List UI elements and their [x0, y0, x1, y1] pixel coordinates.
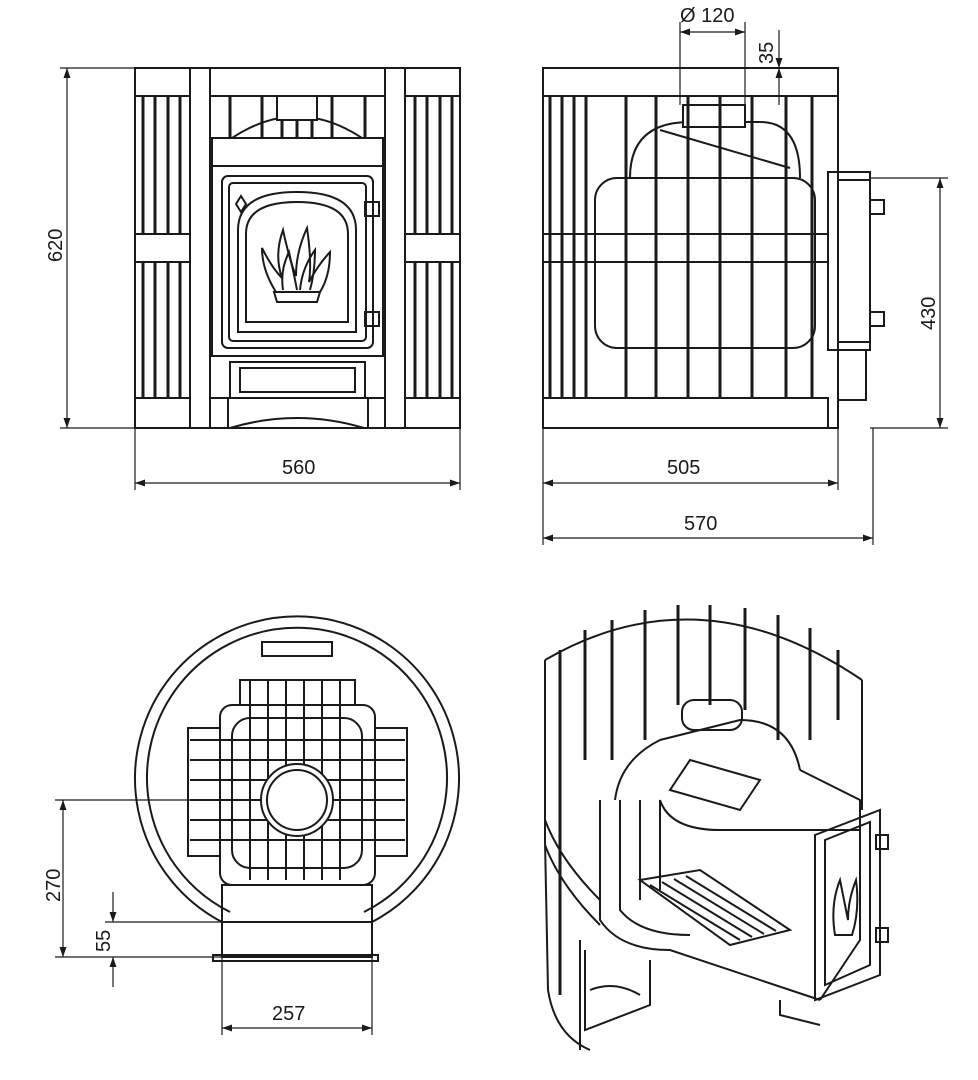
front-view: [134, 67, 461, 429]
dim-door-height: 430: [918, 297, 940, 330]
front-dims: [60, 67, 461, 490]
isometric-view: [544, 605, 889, 1051]
plan-view: [134, 615, 460, 962]
dim-body-depth: 505: [667, 457, 700, 479]
dim-front-height: 620: [45, 229, 67, 262]
dim-total-depth: 570: [684, 513, 717, 535]
side-view: [542, 67, 885, 429]
dim-plan-flue-offset: 270: [43, 869, 65, 902]
plan-dims: [55, 799, 373, 1035]
dim-flue-offset: 35: [756, 42, 778, 64]
dim-flue-diameter: Ø 120: [680, 5, 734, 27]
dim-front-width: 560: [282, 457, 315, 479]
dim-plan-tunnel-offset: 55: [93, 930, 115, 952]
side-dims: [542, 22, 948, 545]
dim-plan-tunnel-width: 257: [272, 1003, 305, 1025]
